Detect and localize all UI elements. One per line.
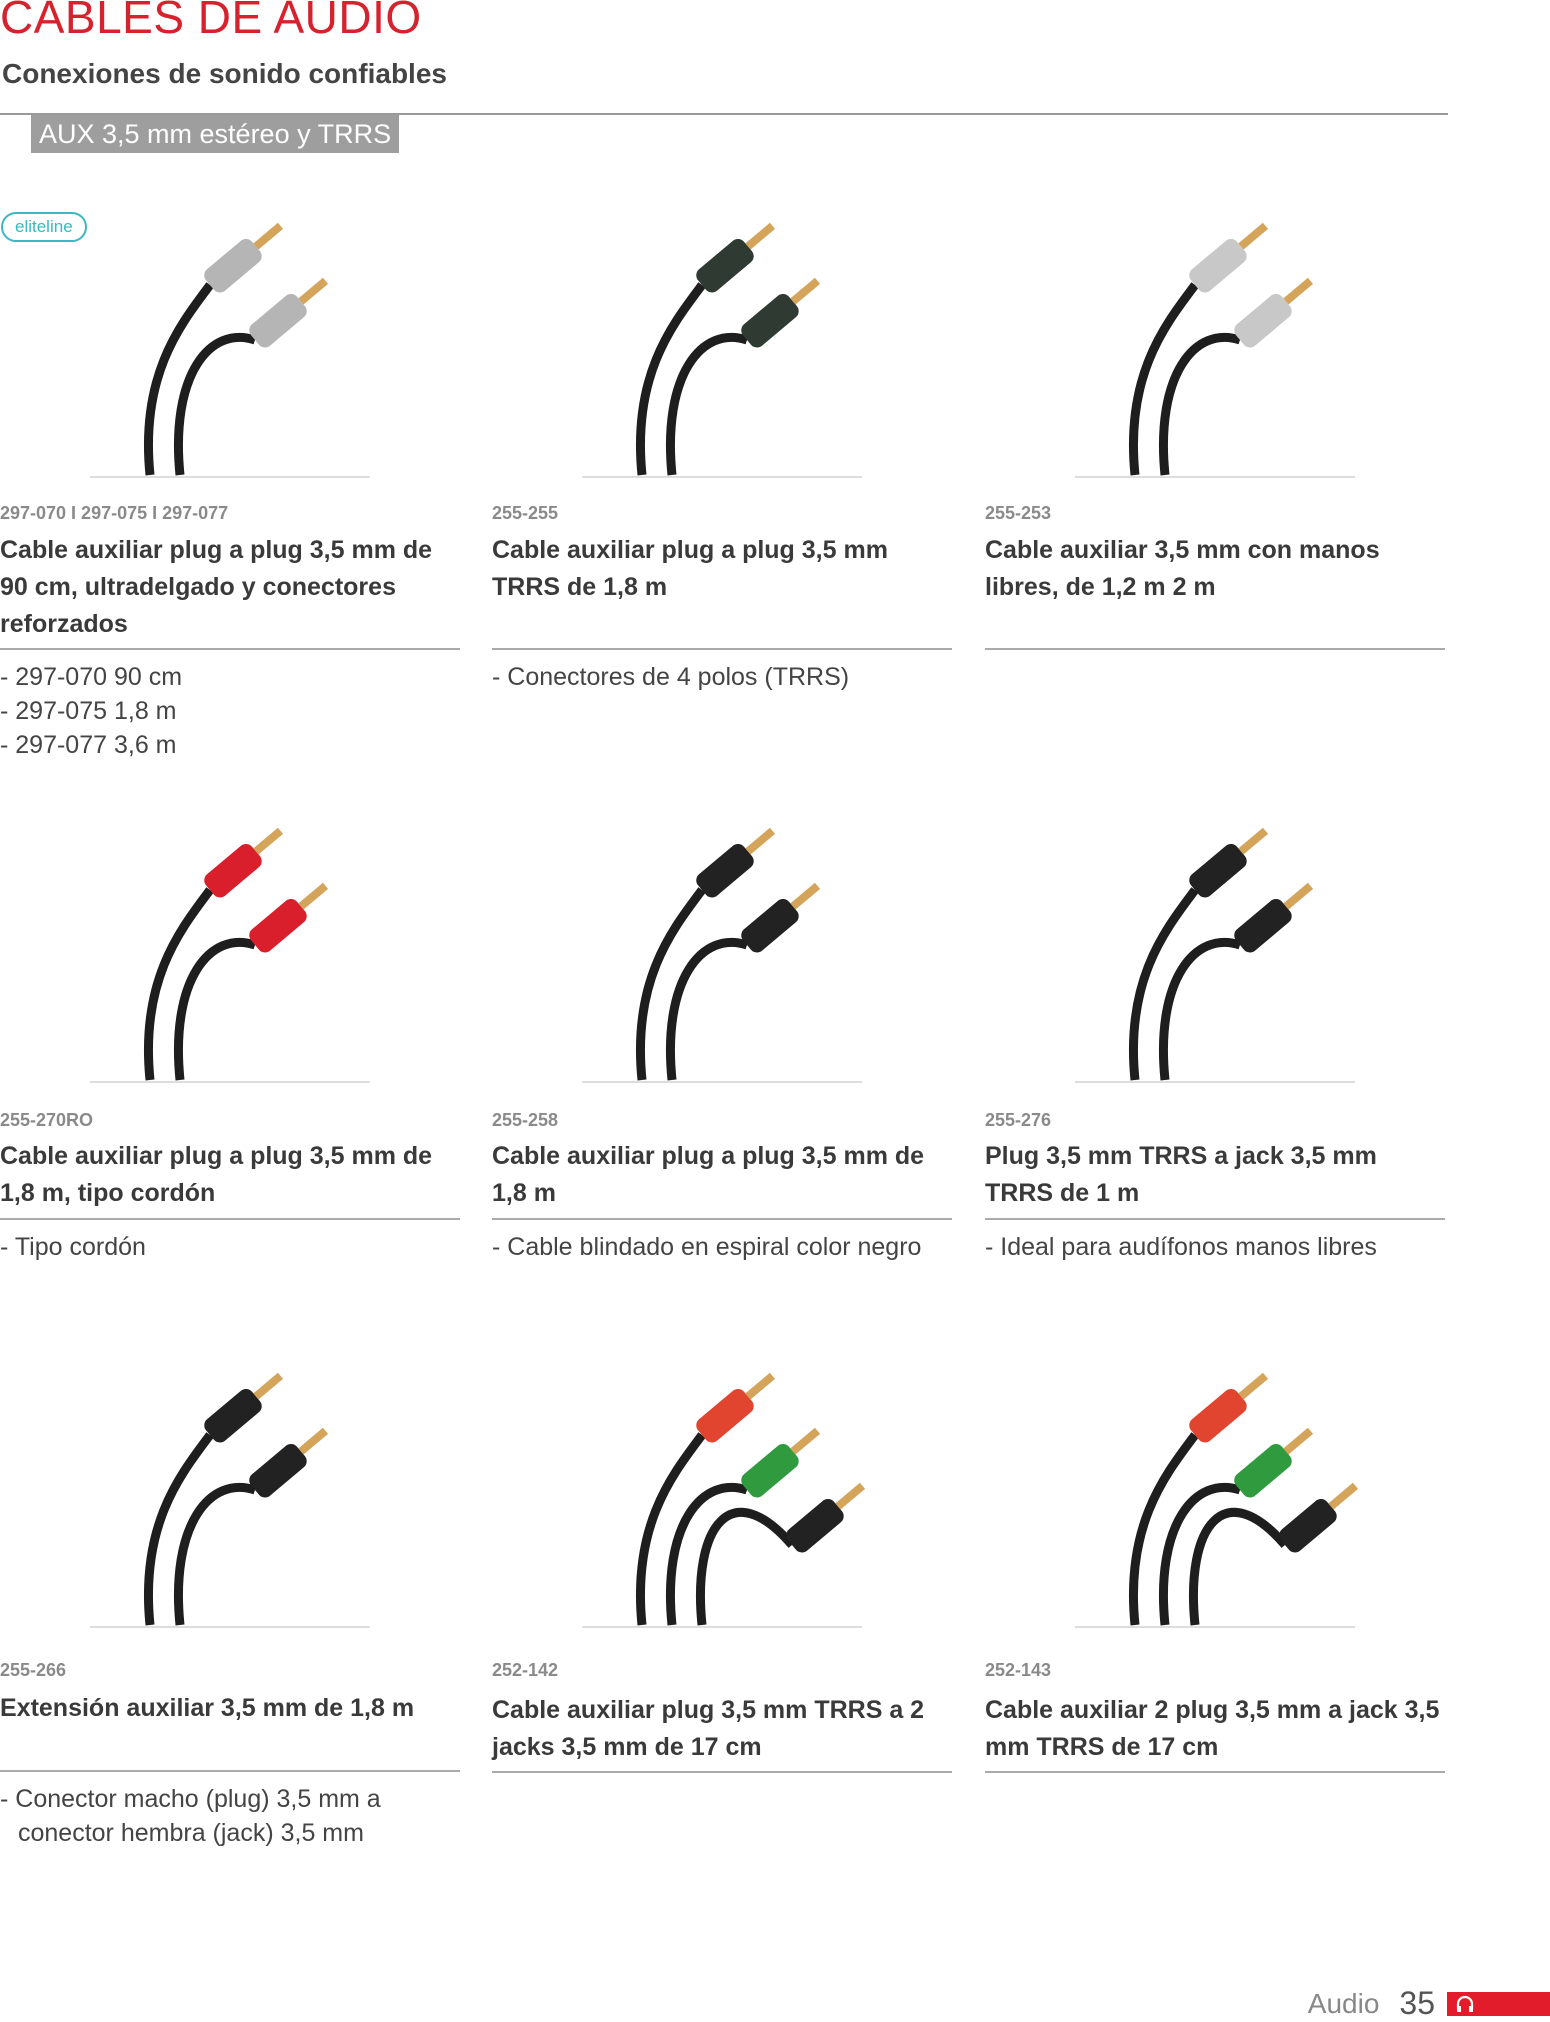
section-badge: AUX 3,5 mm estéreo y TRRS [31,115,400,153]
feature-item: - Ideal para audífonos manos libres [985,1233,1377,1261]
feature-list: - Ideal para audífonos manos libres [985,1230,1455,1264]
product-code: 255-270RO [0,1110,94,1130]
headphones-icon [1456,1995,1474,2012]
divider [492,1218,952,1220]
product-image [1075,827,1355,1083]
feature-list: - Cable blindado en espiral color negro [492,1230,962,1264]
product-image [582,827,862,1083]
product-name: Extensión auxiliar 3,5 mm de 1,8 m [0,1694,415,1722]
product-name: Cable auxiliar 2 plug 3,5 mm a jack 3,5 … [985,1696,1440,1761]
product-code: 255-276 [985,1110,1052,1130]
feature-item: - Conectores de 4 polos (TRRS) [492,663,850,691]
feature-item: - 297-077 3,6 m [0,731,177,759]
product-name: Cable auxiliar plug a plug 3,5 mm de 90 … [0,536,433,638]
feature-list: - Conectores de 4 polos (TRRS) [492,660,962,694]
product-image [90,827,370,1083]
feature-item: - 297-075 1,8 m [0,697,177,725]
divider [985,648,1445,650]
product-name: Cable auxiliar 3,5 mm con manos libres, … [985,536,1380,601]
product-image [90,222,370,478]
feature-item: - Conector macho (plug) 3,5 mm a conecto… [0,1785,381,1847]
product-name: Cable auxiliar plug a plug 3,5 mm de 1,8… [492,1142,925,1207]
feature-item: - Tipo cordón [0,1233,146,1261]
product-code: 255-255 [492,503,559,523]
page-subtitle: Conexiones de sonido confiables [2,58,447,89]
eliteline-logo: eliteline [1,212,87,242]
product-name: Cable auxiliar plug a plug 3,5 mm de 1,8… [0,1142,433,1207]
product-name: Cable auxiliar plug 3,5 mm TRRS a 2 jack… [492,1696,925,1761]
product-image [90,1372,370,1628]
product-code: 255-258 [492,1110,559,1130]
product-code: 252-142 [492,1660,559,1680]
divider [0,648,460,650]
product-image [582,222,862,478]
page-title: CABLES DE AUDIO [0,0,422,43]
page-footer: Audio 35 [1308,1985,1550,2022]
product-name: Plug 3,5 mm TRRS a jack 3,5 mm TRRS de 1… [985,1142,1377,1207]
divider [492,648,952,650]
page-number: 35 [1399,1985,1435,2021]
product-image [582,1372,866,1628]
divider [985,1771,1445,1773]
product-code: 252-143 [985,1660,1052,1680]
divider [0,113,1448,115]
divider [0,1218,460,1220]
footer-section: Audio [1307,1987,1380,2019]
divider [0,1770,460,1772]
product-name: Cable auxiliar plug a plug 3,5 mm TRRS d… [492,536,888,601]
feature-list: - Tipo cordón [0,1230,470,1264]
feature-list: - Conector macho (plug) 3,5 mm a conecto… [0,1782,470,1850]
product-image [1075,1372,1359,1628]
feature-list: - 297-070 90 cm - 297-075 1,8 m - 297-077 … [0,660,470,762]
footer-bar [1447,1991,1550,2016]
feature-item: - Cable blindado en espiral color negro [492,1233,922,1261]
feature-item: - 297-070 90 cm [0,663,183,691]
product-code: 297-070 I 297-075 I 297-077 [0,503,229,523]
divider [492,1771,952,1773]
product-code: 255-253 [985,503,1052,523]
product-code: 255-266 [0,1660,67,1680]
product-image [1075,222,1355,478]
divider [985,1218,1445,1220]
